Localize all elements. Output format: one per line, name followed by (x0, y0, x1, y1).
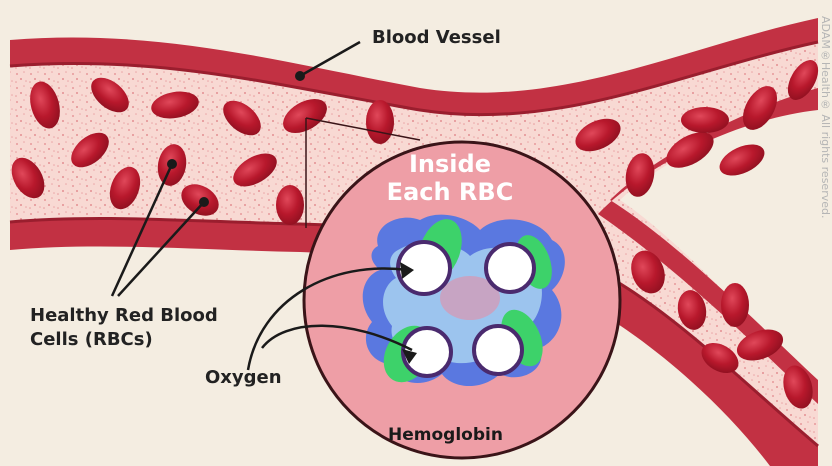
blood-vessel-label: Blood Vessel (372, 27, 501, 48)
oxygen-molecule (474, 326, 522, 374)
rbc (366, 100, 394, 144)
rbc (276, 185, 304, 225)
hemoglobin-label: Hemoglobin (388, 425, 503, 445)
pointer-dot (199, 197, 209, 207)
rbc (721, 283, 749, 327)
inside-rbc-label: Inside Each RBC (385, 150, 515, 206)
rbc (681, 107, 729, 133)
pointer-dot (295, 71, 305, 81)
hemoglobin-molecule (363, 213, 565, 391)
copyright-notice: ADAM®Health® All rights reserved. (818, 16, 832, 276)
oxygen-label: Oxygen (205, 367, 282, 388)
healthy-rbc-label: Healthy Red Blood Cells (RBCs) (30, 304, 270, 352)
pointer-dot (167, 159, 177, 169)
oxygen-molecule (486, 244, 534, 292)
